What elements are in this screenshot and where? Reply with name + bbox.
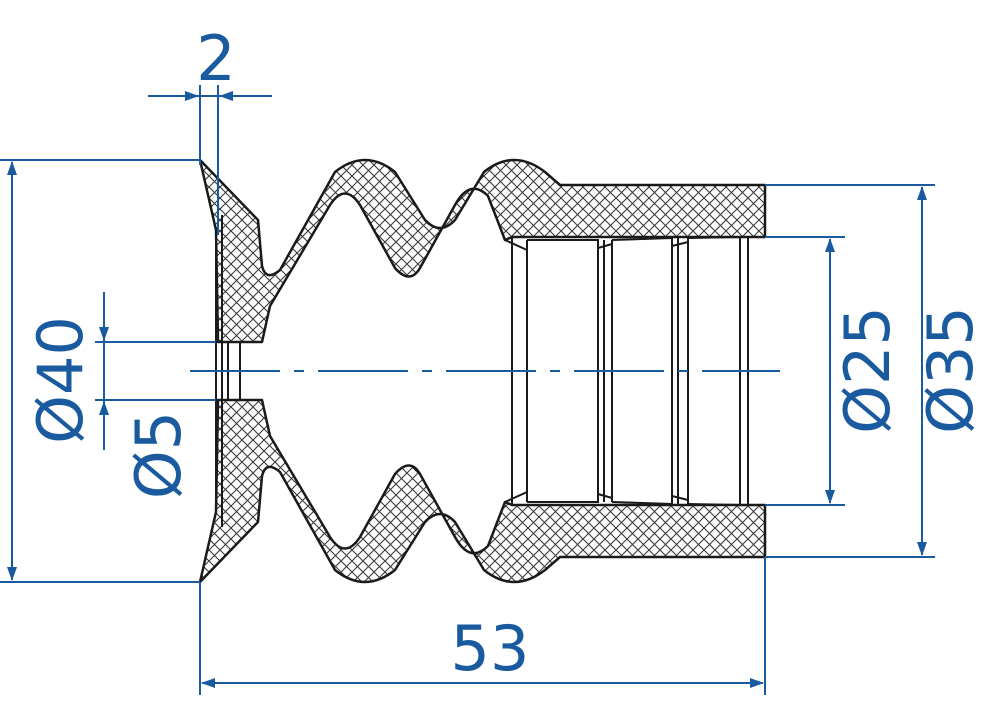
label-body-diameter: Ø35: [914, 306, 987, 434]
part-section: [190, 158, 780, 584]
label-lip-thickness: 2: [196, 22, 235, 95]
dimensions: [0, 85, 935, 695]
upper-section: [198, 158, 767, 344]
central-hole: [216, 341, 262, 401]
label-outer-diameter: Ø40: [24, 316, 97, 444]
dimension-labels: 2 53 Ø40 Ø5 Ø25 Ø35: [24, 22, 987, 685]
label-overall-length: 53: [451, 612, 530, 685]
lower-section: [198, 398, 767, 584]
label-hole-diameter: Ø5: [122, 411, 195, 499]
label-bore-diameter: Ø25: [831, 306, 904, 434]
